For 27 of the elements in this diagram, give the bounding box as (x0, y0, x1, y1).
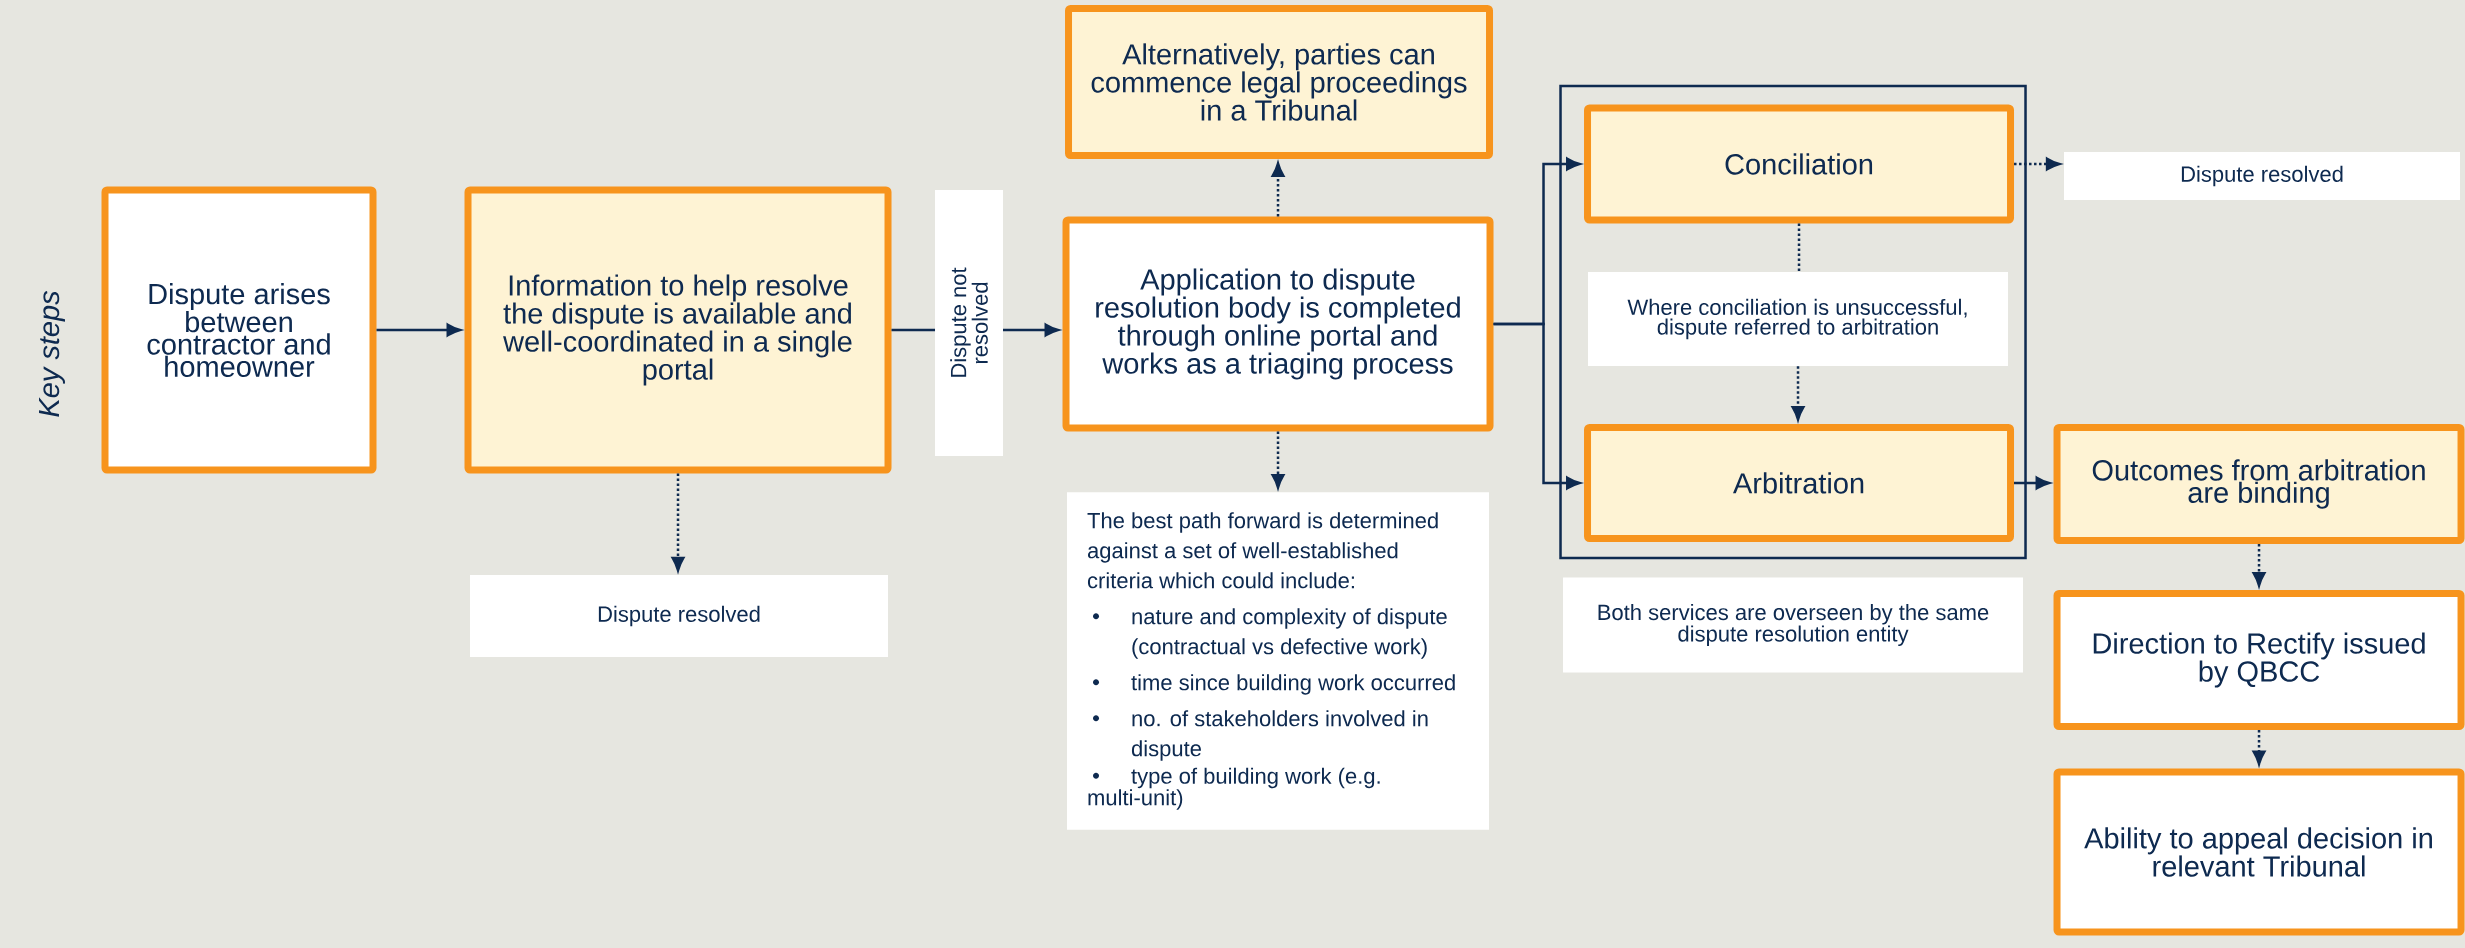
arrow (2014, 157, 2061, 171)
arrow (2252, 730, 2266, 766)
process-box: Application to dispute resolution body is completed through online portal and works as a triaging process (1062, 216, 1494, 432)
text-box: Both services are overseen by the same dispute resolution entity (1563, 577, 2024, 673)
edge-label: Dispute not resolved (935, 190, 1003, 456)
text-box: The best path forward is determined against a set of well-established criteria which could include: nature and complexity of dispute (contractual vs defective work) time since building work occurred no. of stakeholders involved in dispute type of building work (e.g. multi-unit) (1067, 492, 1489, 830)
text-box: Dispute resolved (2064, 152, 2461, 200)
arrow (1791, 366, 1805, 421)
arrow (1271, 162, 1285, 217)
arrow (2014, 476, 2051, 490)
process-box: Alternatively, parties can commence legal proceedings in a Tribunal (1065, 5, 1493, 159)
text-box: Dispute resolved (470, 575, 888, 657)
group-frame (1559, 84, 2027, 560)
process-box: Ability to appeal decision in relevant Tribunal (2053, 768, 2465, 936)
arrow (376, 323, 462, 337)
text-box: Where conciliation is unsuccessful, dispute referred to arbitration (1588, 272, 2008, 366)
arrow (671, 473, 685, 572)
arrow (1493, 322, 1581, 490)
process-box: Direction to Rectify issued by QBCC (2053, 590, 2465, 730)
side-label: Key steps (39, 290, 65, 417)
process-box: Conciliation (1584, 104, 2015, 224)
arrow (1271, 431, 1285, 489)
process-box: Information to help resolve the dispute is available and well-coordinated in a single portal (464, 186, 892, 474)
arrow (2252, 544, 2266, 587)
process-box: Arbitration (1584, 424, 2015, 542)
process-box: Outcomes from arbitration are binding (2053, 424, 2465, 544)
process-box: Dispute arises between contractor and homeowner (101, 186, 377, 474)
